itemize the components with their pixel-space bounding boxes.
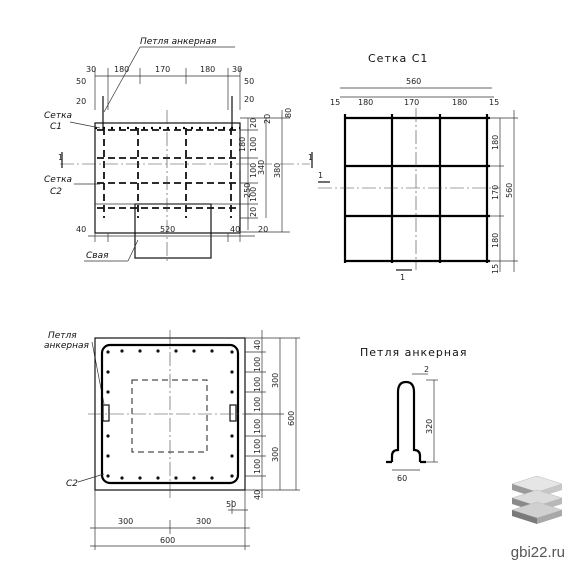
anchor-loop-detail: Петля анкерная 2 320 60	[360, 346, 467, 483]
plan-dim-100e: 100	[253, 439, 262, 454]
dim-b-20: 20	[258, 225, 268, 234]
dim-r-380: 380	[273, 163, 282, 178]
label-mesh-c2: Сетка	[44, 175, 72, 185]
mesh-dim-170: 170	[404, 98, 419, 107]
mesh-dim-180a: 180	[358, 98, 373, 107]
loop-dim-60: 60	[397, 474, 407, 483]
plan-label-loop: Петля	[48, 331, 77, 341]
mesh-dim-15a: 15	[330, 98, 340, 107]
mesh-section-left: 1	[318, 171, 323, 180]
mesh-dim-560: 560	[406, 77, 421, 86]
dim-r-100a: 100	[249, 137, 258, 152]
label-mesh-c2-code: С2	[50, 187, 62, 197]
plan-dim-50: 50	[226, 500, 236, 509]
mesh-dim-r-180a: 180	[491, 135, 500, 150]
mesh-dim-r-560: 560	[505, 183, 514, 198]
dim-30-right: 30	[232, 65, 242, 74]
loop-dim-320: 320	[425, 419, 434, 434]
dim-20-right: 20	[244, 95, 254, 104]
plan-rebar-dots	[106, 349, 234, 480]
plan-dim-100b: 100	[253, 377, 262, 392]
dim-r-340: 340	[257, 160, 266, 175]
plan-dim-100f: 100	[253, 459, 262, 474]
mesh-dim-15b: 15	[489, 98, 499, 107]
plan-dim-300-left: 300	[118, 517, 133, 526]
dim-r-250: 250	[243, 183, 252, 198]
plan-dim-300-right: 300	[196, 517, 211, 526]
dim-r-100b: 100	[249, 163, 258, 178]
mesh-dim-r-170: 170	[491, 185, 500, 200]
dim-b-40-left: 40	[76, 225, 86, 234]
label-pile: Свая	[86, 251, 109, 261]
plan-dim-300-bot: 300	[271, 447, 280, 462]
loop-dim-2: 2	[424, 365, 429, 374]
label-mesh-c1-code: С1	[50, 122, 62, 132]
dim-r-180: 180	[238, 137, 247, 152]
dim-r-100c: 100	[249, 187, 258, 202]
dim-180-left: 180	[114, 65, 129, 74]
loop-detail-title: Петля анкерная	[360, 346, 467, 359]
watermark-text: gbi22.ru	[510, 544, 565, 561]
elevation-view: 30 180 170 180 30 50 20 50 20 Петля анке…	[44, 37, 313, 262]
plan-view: Петля анкерная	[44, 330, 300, 550]
logo-icon	[511, 475, 563, 524]
plan-label-c2: С2	[66, 479, 78, 489]
dim-180-right: 180	[200, 65, 215, 74]
plan-dim-100a: 100	[253, 357, 262, 372]
section-mark-left: 1	[58, 153, 63, 162]
dim-170: 170	[155, 65, 170, 74]
dim-r-80: 80	[284, 108, 293, 118]
mesh-c1-view: Сетка С1 560 15 180 170 180 15 180 170 1…	[318, 52, 518, 282]
mesh-c1-title: Сетка С1	[368, 52, 428, 65]
plan-dim-40b: 40	[253, 490, 262, 500]
mesh-dim-r-180b: 180	[491, 233, 500, 248]
dim-20-left: 20	[76, 97, 86, 106]
section-mark-right: 1	[308, 153, 313, 162]
mesh-dim-180b: 180	[452, 98, 467, 107]
label-mesh-c1: Сетка	[44, 111, 72, 121]
dim-30-left: 30	[86, 65, 96, 74]
plan-label-anchor: анкерная	[44, 341, 89, 351]
label-anchor-loop: Петля анкерная	[140, 37, 217, 47]
mesh-section-bottom: 1	[400, 273, 405, 282]
dim-50-right: 50	[244, 77, 254, 86]
dim-r-20a: 20	[249, 118, 258, 128]
plan-dim-40a: 40	[253, 340, 262, 350]
dim-b-40-right: 40	[230, 225, 240, 234]
dim-b-520: 520	[160, 225, 175, 234]
dim-r-20b: 20	[249, 207, 258, 217]
mesh-dim-r-15: 15	[491, 264, 500, 274]
plan-dim-100d: 100	[253, 419, 262, 434]
plan-dim-300-top: 300	[271, 373, 280, 388]
dim-50-left: 50	[76, 77, 86, 86]
dim-r-20c: 20	[263, 114, 272, 124]
plan-dim-600-right: 600	[287, 411, 296, 426]
plan-dim-600-bottom: 600	[160, 536, 175, 545]
plan-dim-100c: 100	[253, 397, 262, 412]
